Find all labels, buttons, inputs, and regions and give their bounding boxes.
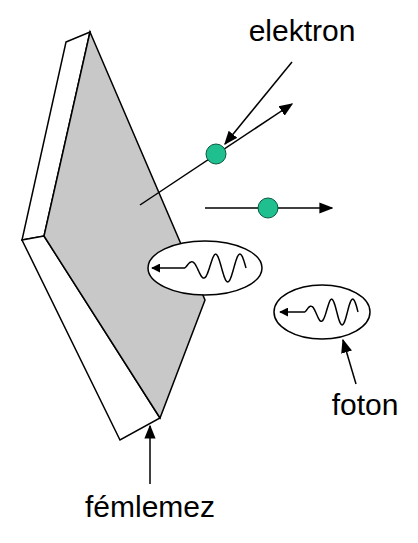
part-label: foton <box>332 388 399 421</box>
photon-outline <box>274 285 370 339</box>
photon-wave <box>305 299 358 325</box>
part-label: fémlemez <box>85 490 215 523</box>
photon-arrow <box>280 311 305 313</box>
part-label: elektron <box>249 14 356 47</box>
leader-line <box>225 62 292 144</box>
photon-wave <box>185 254 246 282</box>
electron-dot <box>206 144 226 164</box>
electron-path <box>140 104 292 205</box>
photon-outline <box>148 241 262 295</box>
plate-face <box>44 32 205 418</box>
photon-arrow <box>152 267 185 269</box>
leader-line <box>149 426 151 484</box>
leader-line <box>343 340 356 384</box>
electron-dot <box>258 198 278 218</box>
